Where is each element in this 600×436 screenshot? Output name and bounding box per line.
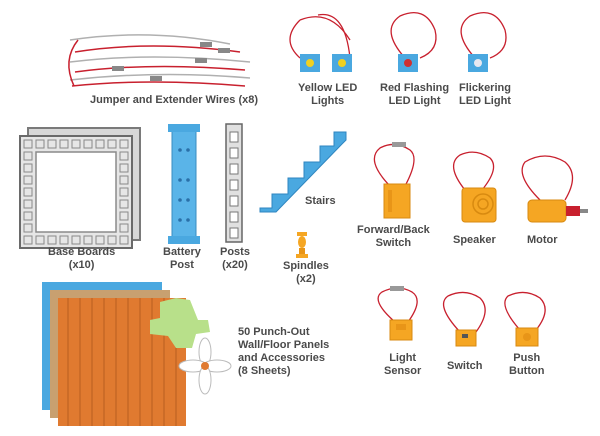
flickering-led-label: Flickering LED Light	[459, 82, 511, 107]
switch-label: Switch	[447, 360, 483, 372]
speaker-image	[453, 151, 497, 223]
switch-image	[442, 291, 486, 347]
posts-label: Posts (x20)	[220, 246, 250, 271]
motor-image	[521, 155, 588, 223]
jumper-wires-image	[68, 34, 251, 87]
speaker-label: Speaker	[453, 234, 496, 246]
forward-back-switch-label: Forward/Back Switch	[357, 224, 430, 249]
jumper-wires-label: Jumper and Extender Wires (x8)	[90, 94, 259, 106]
base-boards-image	[19, 127, 141, 249]
yellow-led-lights-image	[289, 13, 352, 72]
spindles-image	[296, 232, 308, 258]
stairs-label: Stairs	[305, 195, 336, 207]
motor-label: Motor	[527, 234, 558, 246]
forward-back-switch-image	[373, 142, 415, 219]
yellow-led-label: Yellow LED Lights	[298, 82, 358, 107]
stairs-image	[259, 131, 347, 213]
punch-out-panels-label: 50 Punch-Out Wall/Floor Panels and Acces…	[238, 326, 330, 377]
base-boards-label: Base Boards (x10)	[48, 246, 116, 271]
light-sensor-image	[377, 286, 418, 341]
punch-out-panels-image	[42, 282, 232, 426]
light-sensor-label: Light Sensor	[384, 352, 422, 377]
red-flashing-led-image	[390, 12, 437, 72]
push-button-label: Push Button	[509, 352, 545, 377]
red-flashing-led-label: Red Flashing LED Light	[380, 82, 450, 107]
posts-image	[225, 123, 243, 243]
battery-post-label: Battery Post	[163, 246, 201, 271]
spindles-label: Spindles (x2)	[283, 260, 329, 285]
battery-post-image	[168, 124, 200, 244]
flickering-led-image	[460, 12, 507, 72]
push-button-image	[504, 291, 546, 347]
